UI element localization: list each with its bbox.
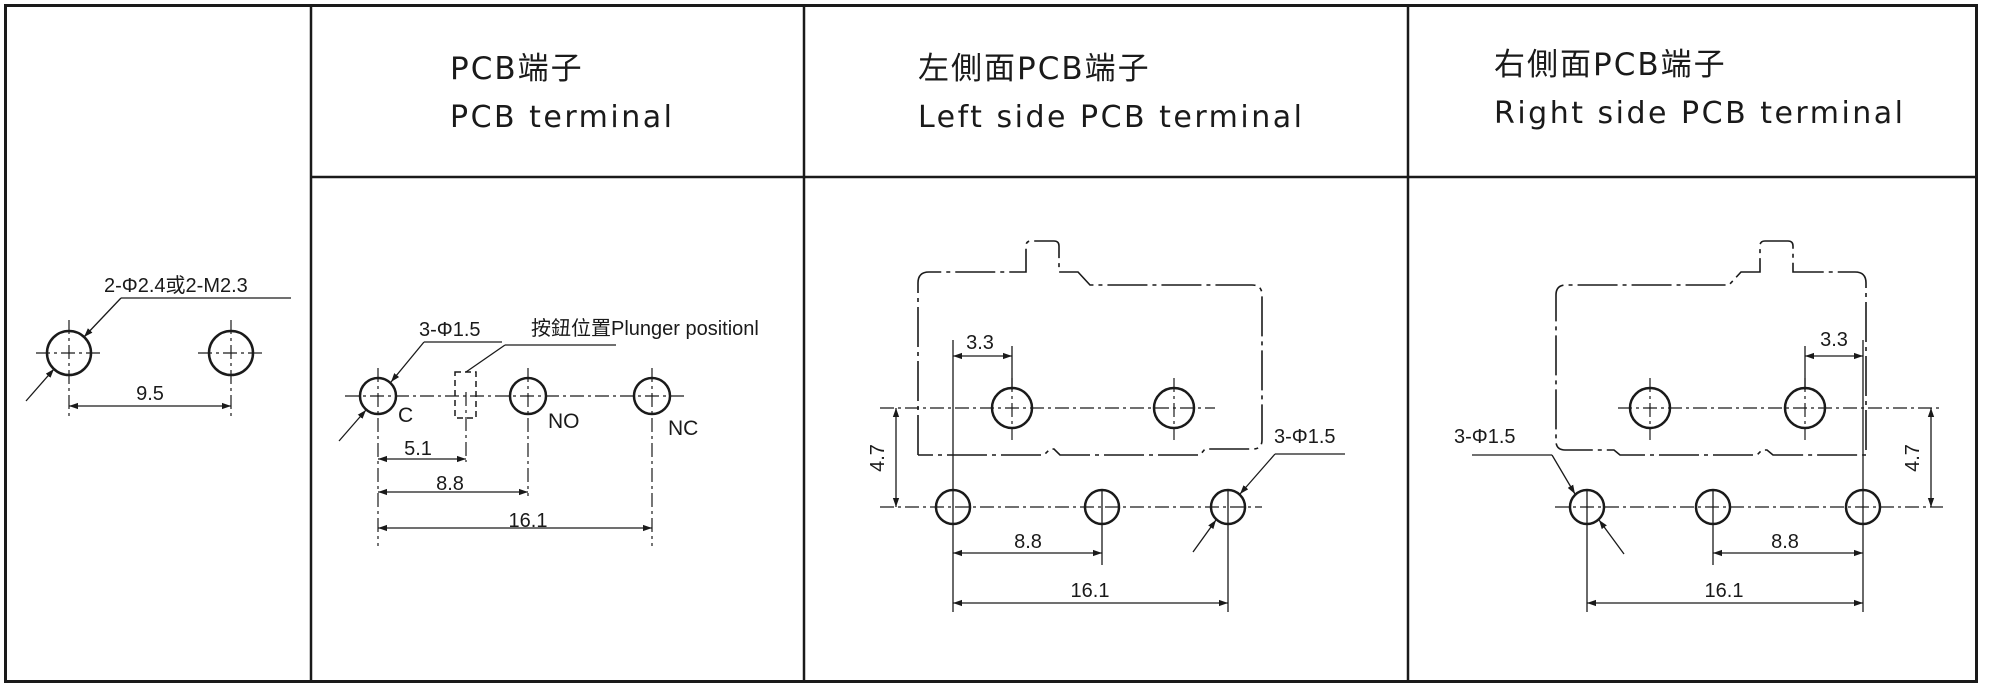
pcb-terminal-diagram — [338, 341, 685, 546]
plunger-position-note: 按鈕位置Plunger positionl — [531, 317, 759, 340]
leader-line — [83, 297, 122, 338]
left-height-label: 4.7 — [867, 444, 889, 472]
header-pcb-terminal: PCB端子 PCB terminal — [450, 54, 674, 133]
left-holes-spec: 3-Φ1.5 — [1274, 426, 1336, 448]
header-pcb-terminal-en: PCB terminal — [450, 100, 675, 135]
header-left-side: 左側面PCB端子 Left side PCB terminal — [918, 54, 1304, 133]
dim-no: 8.8 — [436, 473, 464, 495]
header-right-side-zh: 右側面PCB端子 — [1494, 47, 1727, 83]
mounting-hole-spec: 2-Φ2.4或2-M2.3 — [104, 274, 248, 297]
leader-line — [25, 368, 55, 402]
right-side-diagram — [1472, 240, 1943, 612]
header-right-side-en: Right side PCB terminal — [1494, 96, 1906, 131]
table-frame — [4, 4, 1978, 683]
pin-label-no: NO — [548, 410, 580, 433]
right-side-centerlines — [1555, 378, 1943, 508]
dim-nc: 16.1 — [509, 510, 548, 532]
switch-body-outline — [917, 240, 1263, 456]
right-offset-label: 3.3 — [1820, 329, 1848, 351]
left-dim-total: 16.1 — [1071, 580, 1110, 602]
header-left-side-zh: 左側面PCB端子 — [918, 51, 1151, 87]
mounting-holes-diagram — [25, 297, 291, 420]
right-dim-total: 16.1 — [1705, 580, 1744, 602]
left-side-diagram — [880, 240, 1345, 612]
pcb-holes-spec: 3-Φ1.5 — [419, 319, 481, 341]
left-dim-mid: 8.8 — [1014, 531, 1042, 553]
plunger-position-marker — [454, 371, 477, 419]
right-dim-mid: 8.8 — [1771, 531, 1799, 553]
right-height-label: 4.7 — [1902, 444, 1924, 472]
right-holes-spec: 3-Φ1.5 — [1454, 426, 1516, 448]
switch-body-outline — [1555, 240, 1867, 456]
pin-label-nc: NC — [668, 417, 698, 440]
mounting-pitch-label: 9.5 — [136, 383, 164, 405]
pcb-dimensions — [338, 341, 652, 532]
left-side-centerlines — [880, 378, 1262, 508]
header-left-side-en: Left side PCB terminal — [918, 100, 1305, 135]
pin-label-c: C — [398, 404, 413, 427]
left-side-dimensions — [892, 340, 1345, 612]
left-offset-label: 3.3 — [966, 332, 994, 354]
dim-plunger: 5.1 — [404, 438, 432, 460]
header-right-side: 右側面PCB端子 Right side PCB terminal — [1494, 50, 1906, 129]
mounting-centerlines — [36, 320, 264, 420]
right-side-dimensions — [1472, 340, 1935, 612]
header-pcb-terminal-zh: PCB端子 — [450, 51, 584, 87]
table-grid — [309, 6, 1976, 681]
